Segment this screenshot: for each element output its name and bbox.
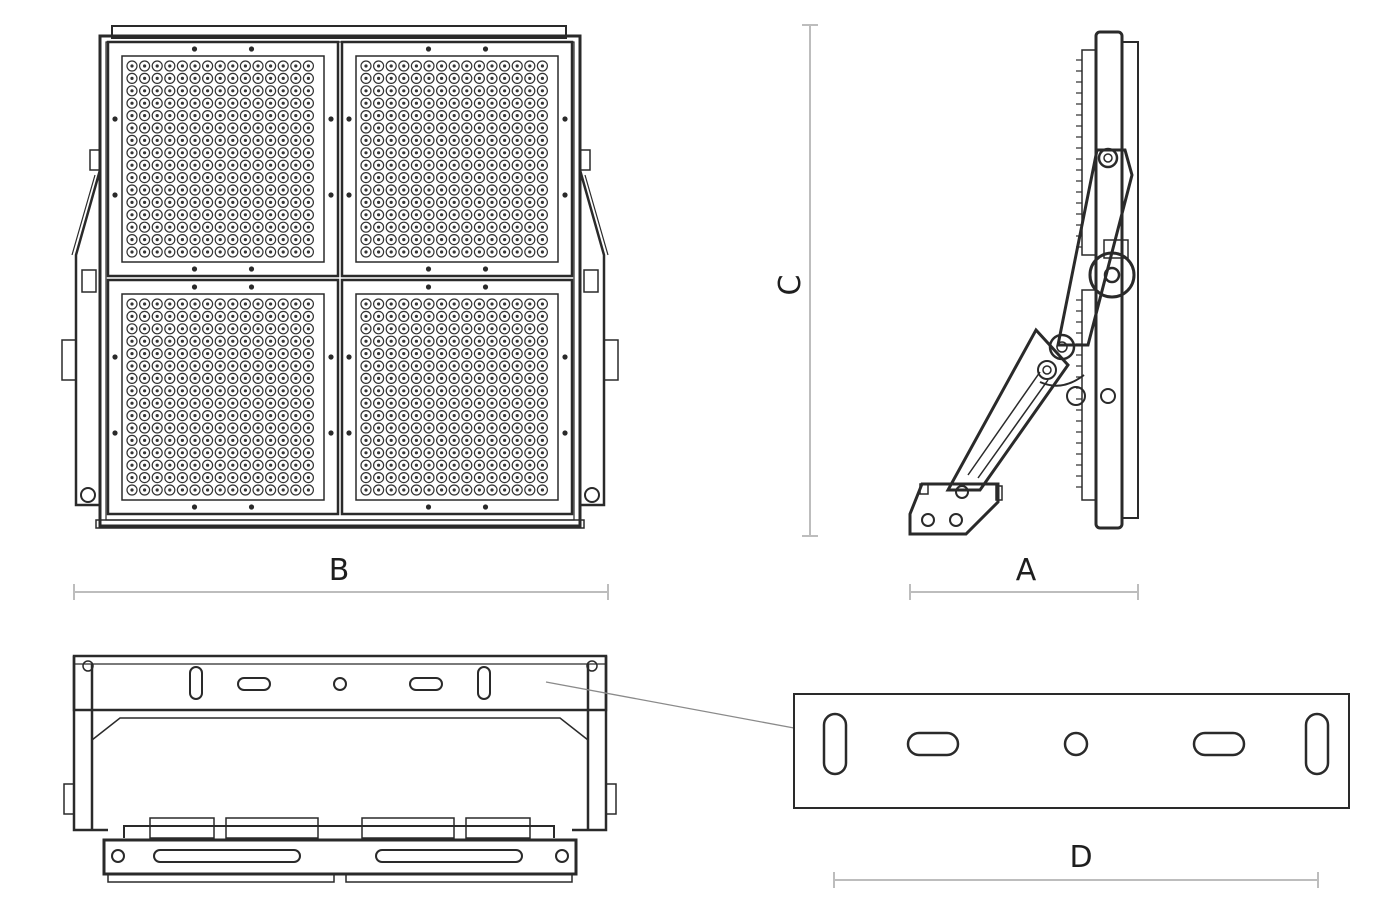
front-view-floodlight xyxy=(61,25,619,529)
dimension-label-a: A xyxy=(1016,553,1037,588)
dimension-label-b: B xyxy=(329,553,350,588)
top-view-floodlight xyxy=(63,654,617,883)
mounting-bar-detail xyxy=(793,693,1350,809)
side-view-floodlight xyxy=(908,30,1139,536)
led-module xyxy=(106,40,340,278)
led-module xyxy=(106,278,340,516)
dimension-label-c: C xyxy=(773,275,808,296)
dimension-c: C xyxy=(773,24,818,537)
dimension-label-d: D xyxy=(1069,840,1092,875)
detail-leader-line xyxy=(545,681,795,729)
led-module xyxy=(340,40,574,278)
dimension-d: D xyxy=(833,840,1319,888)
dimension-a: A xyxy=(909,553,1139,600)
led-module xyxy=(340,278,574,516)
dimension-b: B xyxy=(73,553,609,600)
